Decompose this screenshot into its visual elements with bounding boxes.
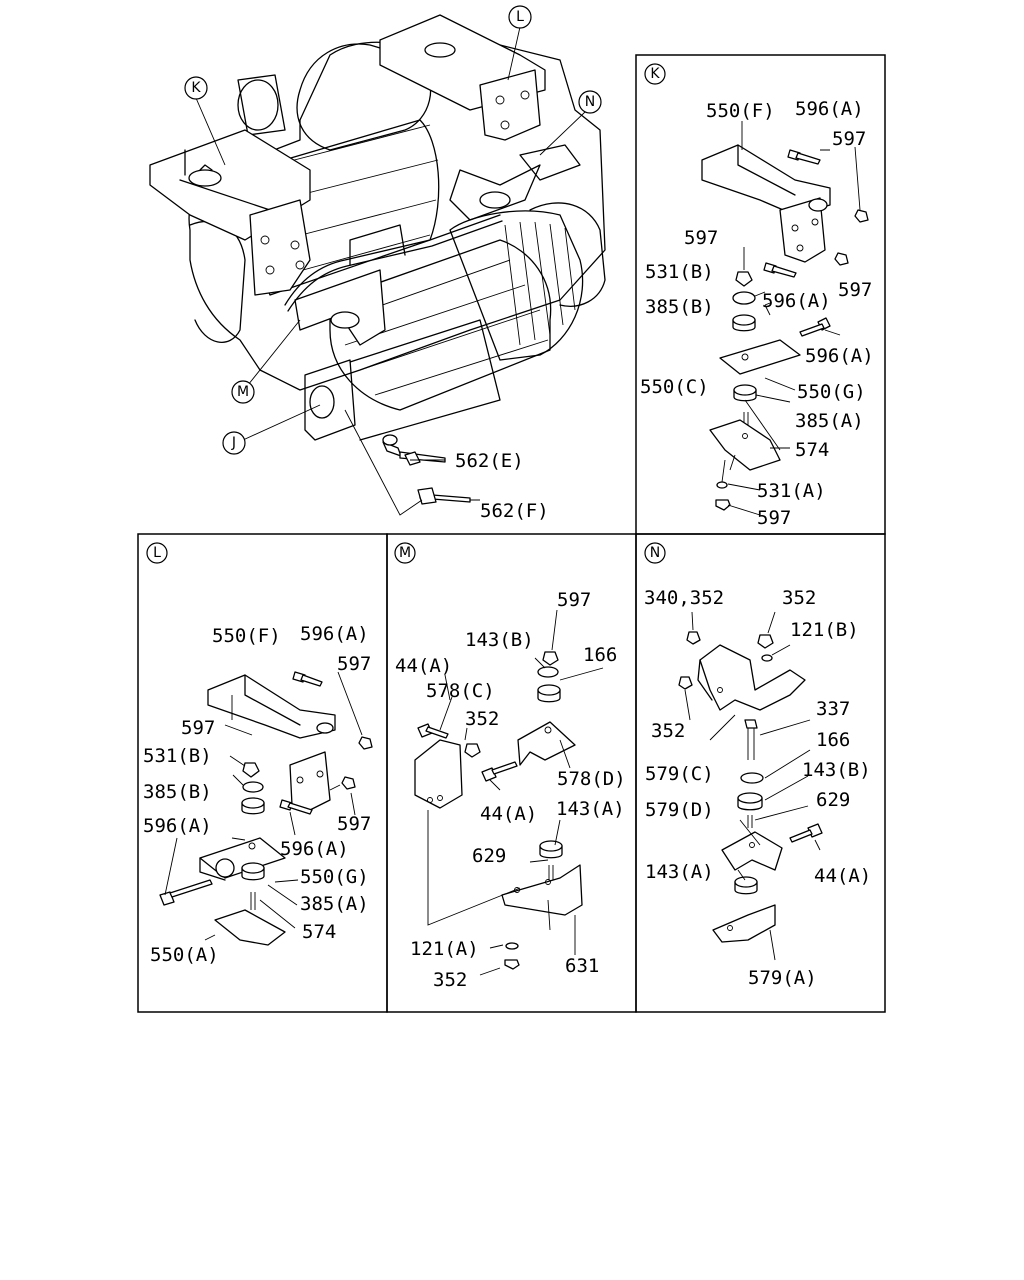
l-label-550f: 550(F) (212, 625, 281, 647)
k-label-385b: 385(B) (645, 296, 714, 318)
k-label-596a-top: 596(A) (795, 98, 864, 120)
n-label-629: 629 (816, 789, 850, 811)
panel-l-drawing (159, 671, 373, 946)
m-label-121a: 121(A) (410, 938, 479, 960)
panel-l-badge: L (153, 545, 161, 561)
k-label-531b: 531(B) (645, 261, 714, 283)
m-label-143b: 143(B) (465, 629, 534, 651)
l-label-596a-mid: 596(A) (280, 838, 349, 860)
l-label-385b: 385(B) (143, 781, 212, 803)
m-label-143a: 143(A) (556, 798, 625, 820)
k-label-574: 574 (795, 439, 829, 461)
m-label-352-top: 352 (465, 708, 499, 730)
l-label-596a-top: 596(A) (300, 623, 369, 645)
n-label-337: 337 (816, 698, 850, 720)
l-label-531b: 531(B) (143, 745, 212, 767)
l-label-597-top: 597 (337, 653, 371, 675)
k-label-596a-mid: 596(A) (762, 290, 831, 312)
l-label-597-left: 597 (181, 717, 215, 739)
k-label-596a-low: 596(A) (805, 345, 874, 367)
l-label-596a-left: 596(A) (143, 815, 212, 837)
n-label-44a: 44(A) (814, 865, 871, 887)
k-label-550c: 550(C) (640, 376, 709, 398)
l-label-574: 574 (302, 921, 336, 943)
k-label-597-left: 597 (684, 227, 718, 249)
panel-m-badge: M (399, 545, 411, 561)
l-label-385a: 385(A) (300, 893, 369, 915)
l-label-550a: 550(A) (150, 944, 219, 966)
overview-engine-drawing (149, 14, 606, 516)
m-label-631: 631 (565, 955, 599, 977)
panel-k-drawing (701, 121, 869, 516)
panel-n-drawing (678, 611, 823, 961)
label-562f: 562(F) (480, 500, 549, 522)
n-label-352-left: 352 (651, 720, 685, 742)
callout-n: N (585, 94, 595, 110)
panel-m-drawing (414, 609, 604, 976)
n-label-579d: 579(D) (645, 799, 714, 821)
m-label-629: 629 (472, 845, 506, 867)
panel-n-badge: N (650, 545, 660, 561)
m-label-352-bot: 352 (433, 969, 467, 991)
callout-k: K (191, 80, 201, 96)
l-label-550g: 550(G) (300, 866, 369, 888)
n-label-352-top: 352 (782, 587, 816, 609)
n-label-143b: 143(B) (802, 759, 871, 781)
k-label-597-mid: 597 (838, 279, 872, 301)
callout-j: J (231, 435, 236, 451)
n-label-340-352: 340,352 (644, 587, 724, 609)
m-label-166: 166 (583, 644, 617, 666)
panel-k-badge: K (650, 66, 660, 82)
k-label-385a: 385(A) (795, 410, 864, 432)
k-label-550g: 550(G) (797, 381, 866, 403)
n-label-579a: 579(A) (748, 967, 817, 989)
n-label-143a: 143(A) (645, 861, 714, 883)
callout-m: M (237, 384, 249, 400)
n-label-121b: 121(B) (790, 619, 859, 641)
m-label-578c: 578(C) (426, 680, 495, 702)
n-label-579c: 579(C) (645, 763, 714, 785)
k-label-550f: 550(F) (706, 100, 775, 122)
m-label-578d: 578(D) (557, 768, 626, 790)
m-label-44a-mid: 44(A) (480, 803, 537, 825)
m-label-597: 597 (557, 589, 591, 611)
label-562e: 562(E) (455, 450, 524, 472)
panel-n-frame (635, 533, 886, 1013)
k-label-597-bot: 597 (757, 507, 791, 529)
callout-l: L (516, 9, 524, 25)
k-label-597-top: 597 (832, 128, 866, 150)
l-label-597-right: 597 (337, 813, 371, 835)
m-label-44a-top: 44(A) (395, 655, 452, 677)
k-label-531a: 531(A) (757, 480, 826, 502)
n-label-166: 166 (816, 729, 850, 751)
